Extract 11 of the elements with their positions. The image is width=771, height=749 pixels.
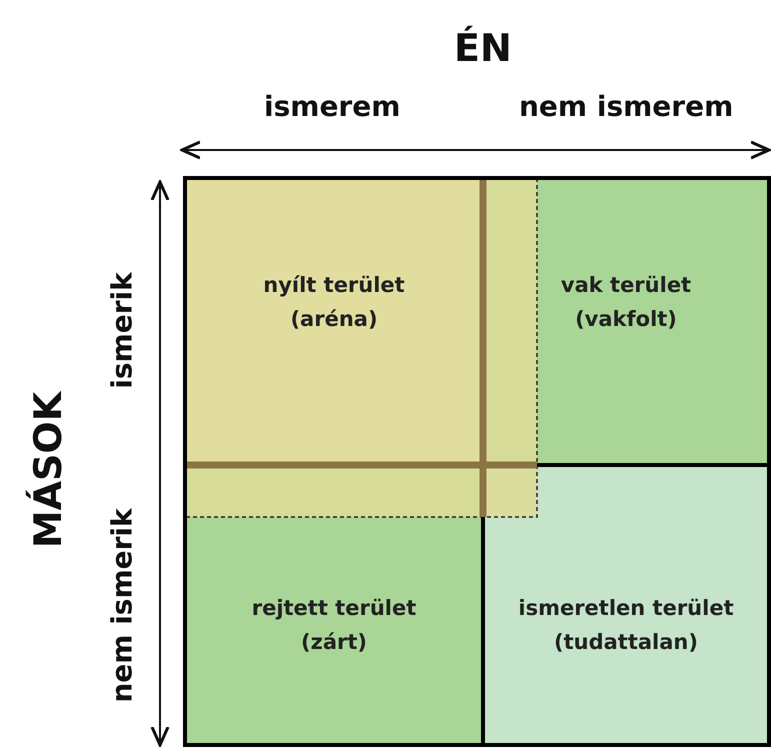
quadrant-label: vak terület (vakfolt) [560,272,692,332]
column-header: ismerem [264,90,400,122]
axis-title: ÉN [454,26,512,70]
row-header: ismerik [106,272,139,388]
axis-title: MÁSOK [26,392,70,548]
quadrant-label: nyílt terület (aréna) [262,272,406,332]
quadrant-label: rejtett terület (zárt) [250,595,418,656]
quadrant-label: ismeretlen terület (tudattalan) [517,595,735,656]
quadrant-area [483,465,769,745]
column-header: nem ismerem [519,90,734,122]
row-header: nem ismerik [106,508,139,702]
